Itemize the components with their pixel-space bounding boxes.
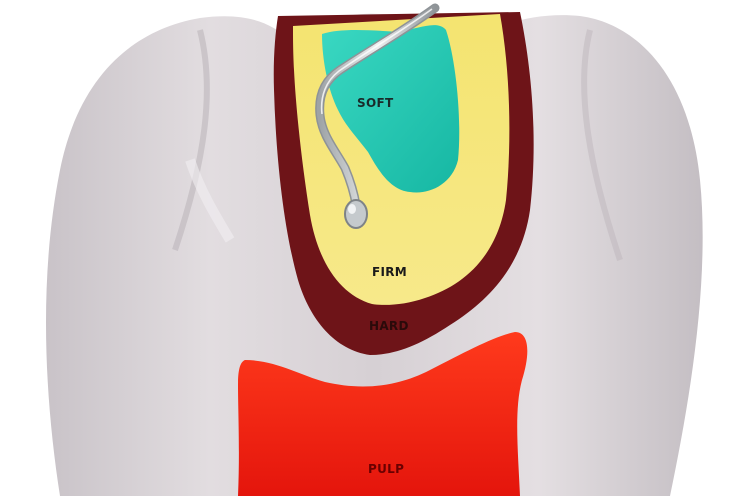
- firm-label: FIRM: [372, 265, 407, 279]
- hard-label: HARD: [369, 319, 409, 333]
- pulp-label: PULP: [368, 462, 404, 476]
- soft-label: SOFT: [357, 96, 393, 110]
- instrument-tip: [345, 200, 367, 228]
